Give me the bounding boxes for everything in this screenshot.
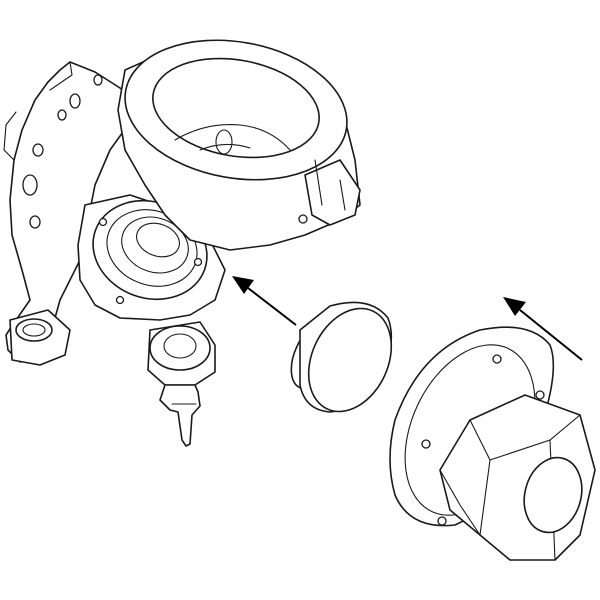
flange-hole — [93, 74, 103, 86]
tool-flange-hole — [437, 516, 447, 526]
flange-hole — [32, 143, 44, 157]
installation-direction-arrow — [232, 276, 297, 326]
tool-bore — [523, 456, 583, 534]
flange-hole — [57, 109, 67, 121]
flange-hole — [29, 215, 41, 229]
steering-knuckle — [3, 39, 361, 447]
ball-joint-stud — [159, 384, 201, 447]
clamp-bolt-hole — [298, 214, 308, 224]
hub-bolt-hole — [193, 257, 203, 267]
tool-flange-hole — [421, 439, 431, 449]
tool-flange-hole — [492, 354, 502, 364]
clamp-lug — [304, 159, 361, 226]
tool-flange-hole — [535, 390, 545, 400]
hub-bolt-hole — [115, 295, 125, 305]
strut-clamp-ring-inner — [152, 57, 320, 159]
hub-bolt-hole — [98, 217, 108, 227]
seal-installer-tool — [389, 326, 596, 561]
installation-direction-arrow — [503, 297, 583, 361]
seal-face — [307, 307, 393, 413]
arm-boss — [15, 318, 53, 342]
flange-hole — [69, 93, 81, 109]
dust-seal — [290, 301, 393, 413]
ball-joint-top — [149, 325, 211, 371]
flange-hole — [22, 174, 38, 196]
